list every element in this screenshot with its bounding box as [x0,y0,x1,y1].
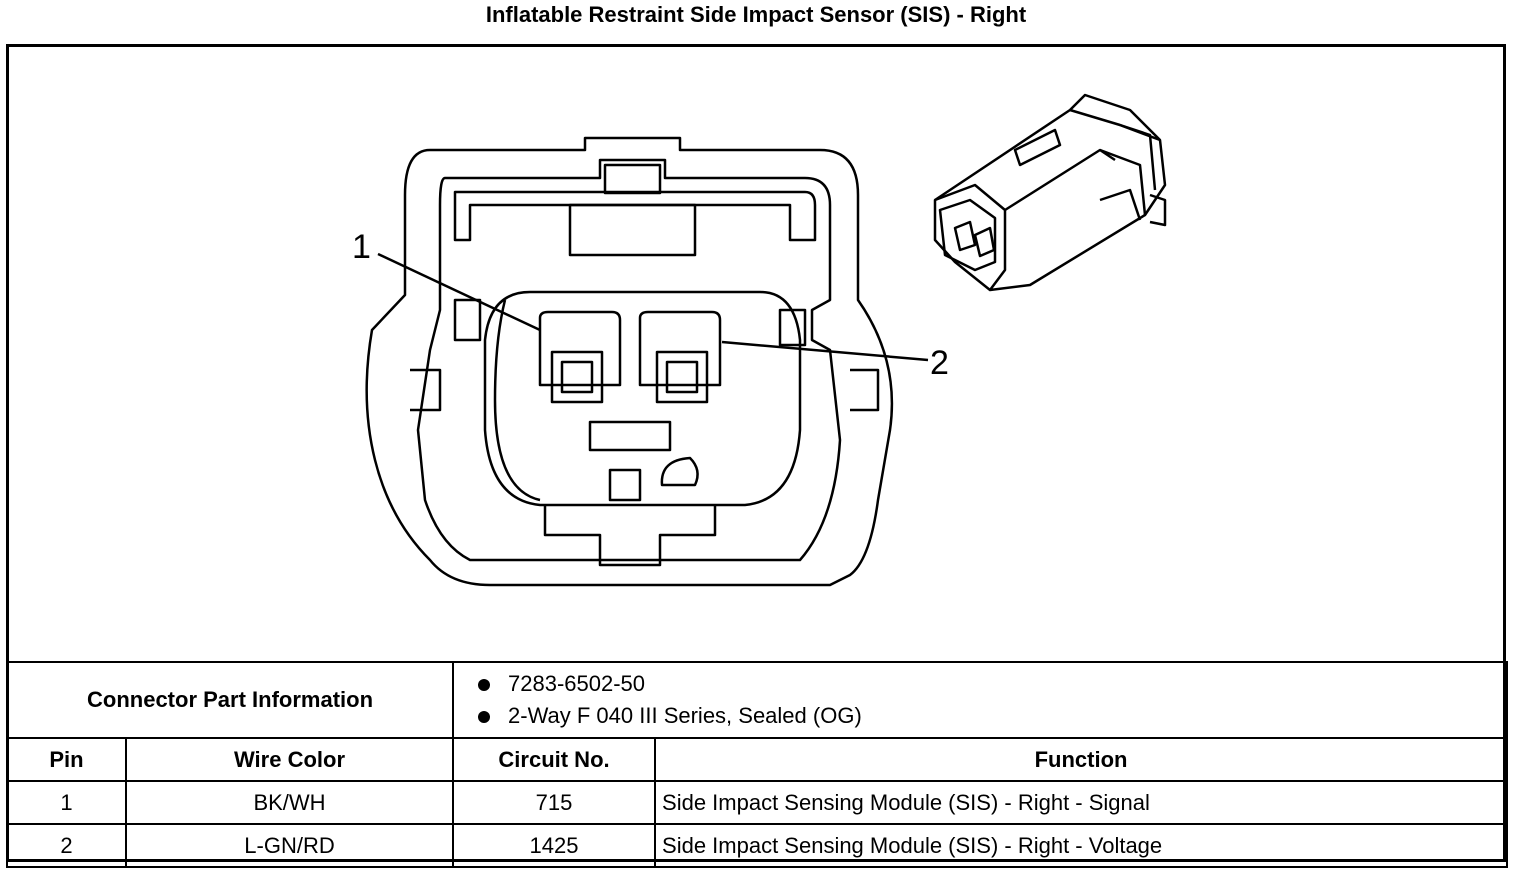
table-row: 2 L-GN/RD 1425 Side Impact Sensing Modul… [6,823,1509,868]
table-row: 1 BK/WH 715 Side Impact Sensing Module (… [6,780,1509,825]
callout-1: 1 [352,228,371,266]
bullet-icon [478,679,491,692]
connector-part-info-values: 7283-6502-50 2-Way F 040 III Series, Sea… [452,661,1509,739]
pin-cell: 2 [6,823,127,868]
column-header-pin: Pin [6,737,127,782]
connector-face-view [365,136,894,587]
circuit-cell: 1425 [452,823,657,868]
connector-part-info-label: Connector Part Information [5,661,455,739]
list-item: 2-Way F 040 III Series, Sealed (OG) [478,700,1506,732]
callout-1-leader [377,252,541,332]
diagram-title: Inflatable Restraint Side Impact Sensor … [485,2,1027,27]
bullet-icon [478,711,491,724]
list-item: 7283-6502-50 [478,668,1506,700]
connector-iso-view [933,93,1167,292]
column-header-function: Function [654,737,1509,782]
function-cell: Side Impact Sensing Module (SIS) - Right… [654,780,1509,825]
circuit-cell: 715 [452,780,657,825]
connector-table: Connector Part Information 7283-6502-50 … [5,661,1509,868]
pin-cell: 1 [6,780,127,825]
callout-2-leader [721,340,929,362]
column-header-wire-color: Wire Color [124,737,455,782]
callout-2: 2 [930,344,949,382]
wire-color-cell: BK/WH [124,780,455,825]
function-cell: Side Impact Sensing Module (SIS) - Right… [654,823,1509,868]
column-header-circuit-no: Circuit No. [452,737,657,782]
wire-color-cell: L-GN/RD [124,823,455,868]
